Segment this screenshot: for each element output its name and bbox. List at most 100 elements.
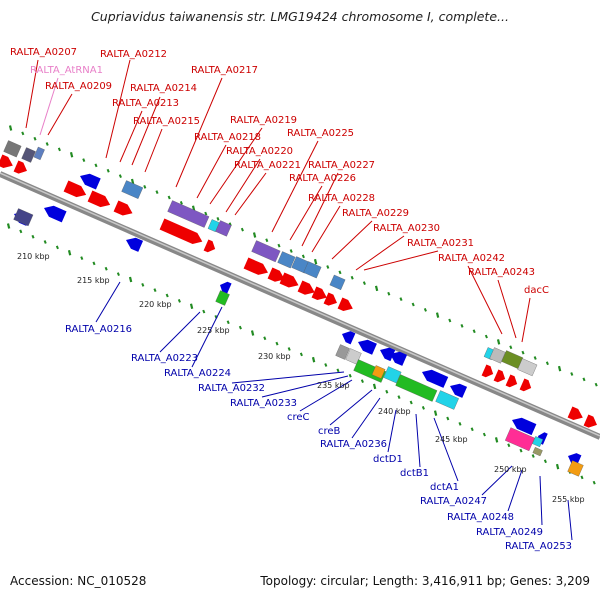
leader-line bbox=[301, 172, 339, 247]
feature-box bbox=[504, 427, 535, 452]
tick-mark-bottom bbox=[31, 234, 35, 239]
kbp-label: 215 kbp bbox=[77, 276, 110, 285]
gene-label: RALTA_A0213 bbox=[112, 98, 179, 109]
kbp-label: 210 kbp bbox=[17, 252, 50, 261]
feature-box-shape bbox=[345, 348, 362, 365]
tick-mark-bottom bbox=[275, 341, 279, 346]
forward-gene bbox=[87, 190, 111, 208]
gene-label: creB bbox=[318, 426, 341, 437]
forward-gene bbox=[63, 180, 87, 198]
leader-line bbox=[289, 185, 323, 241]
leader-line bbox=[196, 144, 227, 199]
tick-mark-top bbox=[435, 312, 440, 318]
tick-mark-top bbox=[338, 270, 342, 275]
tick-mark-bottom bbox=[177, 298, 181, 303]
tick-mark-top bbox=[423, 307, 427, 312]
tick-mark-top bbox=[301, 254, 305, 259]
feature-box bbox=[335, 344, 350, 360]
tick-mark-bottom bbox=[116, 272, 120, 277]
leader-line bbox=[119, 110, 143, 163]
tick-mark-top bbox=[289, 249, 293, 253]
tick-mark-top bbox=[21, 131, 25, 136]
leader-line bbox=[387, 409, 397, 453]
reverse-gene-shape bbox=[422, 369, 449, 388]
gene-label: RALTA_A0212 bbox=[100, 49, 167, 60]
forward-gene bbox=[203, 239, 216, 253]
gene-label: RALTA_A0209 bbox=[45, 81, 112, 92]
feature-box bbox=[13, 208, 34, 227]
feature-box bbox=[532, 436, 544, 448]
tick-mark-top bbox=[106, 168, 110, 173]
tick-mark-top bbox=[533, 356, 537, 360]
leader-line bbox=[159, 311, 201, 353]
tick-mark-top bbox=[521, 350, 525, 355]
tick-mark-bottom bbox=[421, 405, 425, 410]
reverse-gene bbox=[126, 237, 144, 252]
feature-box bbox=[33, 146, 45, 161]
tick-mark-top bbox=[496, 339, 501, 345]
leader-line bbox=[351, 397, 381, 439]
tick-mark-bottom bbox=[287, 347, 291, 351]
forward-gene-shape bbox=[113, 200, 133, 216]
tick-mark-bottom bbox=[250, 330, 255, 336]
feature-box-shape bbox=[504, 427, 535, 452]
forward-gene-shape bbox=[63, 180, 87, 198]
leader-line bbox=[497, 279, 517, 339]
reverse-gene bbox=[358, 339, 377, 355]
feature-box-shape bbox=[21, 147, 36, 163]
tick-mark-bottom bbox=[128, 276, 133, 283]
gene-label: RALTA_A0249 bbox=[476, 527, 543, 538]
leader-line bbox=[47, 93, 73, 136]
kbp-label: 225 kbp bbox=[197, 326, 230, 335]
reverse-gene bbox=[422, 369, 449, 388]
gene-label: RALTA_A0217 bbox=[191, 65, 258, 76]
tick-mark-top bbox=[582, 377, 586, 382]
kbp-label: 230 kbp bbox=[258, 352, 291, 361]
leader-line bbox=[467, 265, 503, 335]
tick-mark-bottom bbox=[433, 410, 438, 416]
tick-mark-bottom bbox=[372, 383, 377, 390]
tick-mark-bottom bbox=[43, 240, 47, 244]
forward-gene-shape bbox=[243, 257, 268, 275]
tick-mark-bottom bbox=[397, 395, 401, 399]
forward-gene-shape bbox=[279, 272, 299, 288]
reverse-gene bbox=[450, 383, 468, 398]
forward-gene-shape bbox=[311, 286, 327, 301]
forward-gene-shape bbox=[159, 218, 203, 244]
feature-box-shape bbox=[329, 274, 346, 291]
gene-label: RALTA_A0223 bbox=[131, 353, 198, 364]
tick-mark-top bbox=[216, 217, 220, 221]
leader-line bbox=[363, 250, 439, 271]
tick-mark-top bbox=[557, 365, 562, 372]
forward-gene bbox=[243, 257, 268, 275]
feature-box bbox=[435, 390, 459, 410]
leader-line bbox=[234, 172, 267, 216]
gene-label: RALTA_A0224 bbox=[164, 368, 231, 379]
tick-mark-bottom bbox=[555, 463, 560, 470]
tick-mark-bottom bbox=[580, 475, 584, 480]
reverse-gene-shape bbox=[358, 339, 377, 355]
tick-rows bbox=[6, 125, 598, 485]
reverse-gene bbox=[220, 281, 232, 295]
reverse-gene bbox=[342, 331, 356, 345]
reverse-gene bbox=[44, 205, 67, 223]
tick-mark-bottom bbox=[165, 293, 169, 298]
reverse-gene-shape bbox=[512, 417, 537, 436]
tick-mark-bottom bbox=[458, 421, 462, 426]
feature-box bbox=[303, 261, 322, 279]
forward-gene bbox=[493, 369, 506, 383]
reverse-gene-shape bbox=[380, 347, 396, 362]
tick-mark-top bbox=[460, 323, 464, 328]
feature-box-shape bbox=[383, 366, 402, 384]
feature-box-shape bbox=[517, 358, 538, 377]
tick-mark-bottom bbox=[592, 480, 596, 485]
leader-line bbox=[191, 306, 223, 368]
forward-gene bbox=[0, 154, 13, 169]
tick-mark-bottom bbox=[494, 437, 499, 443]
tick-mark-bottom bbox=[348, 373, 352, 378]
feature-box bbox=[215, 220, 232, 237]
feature-box-shape bbox=[435, 390, 459, 410]
topology-text: Topology: circular; Length: 3,416,911 bp… bbox=[260, 574, 590, 588]
gene-label: RALTA_A0233 bbox=[230, 398, 297, 409]
